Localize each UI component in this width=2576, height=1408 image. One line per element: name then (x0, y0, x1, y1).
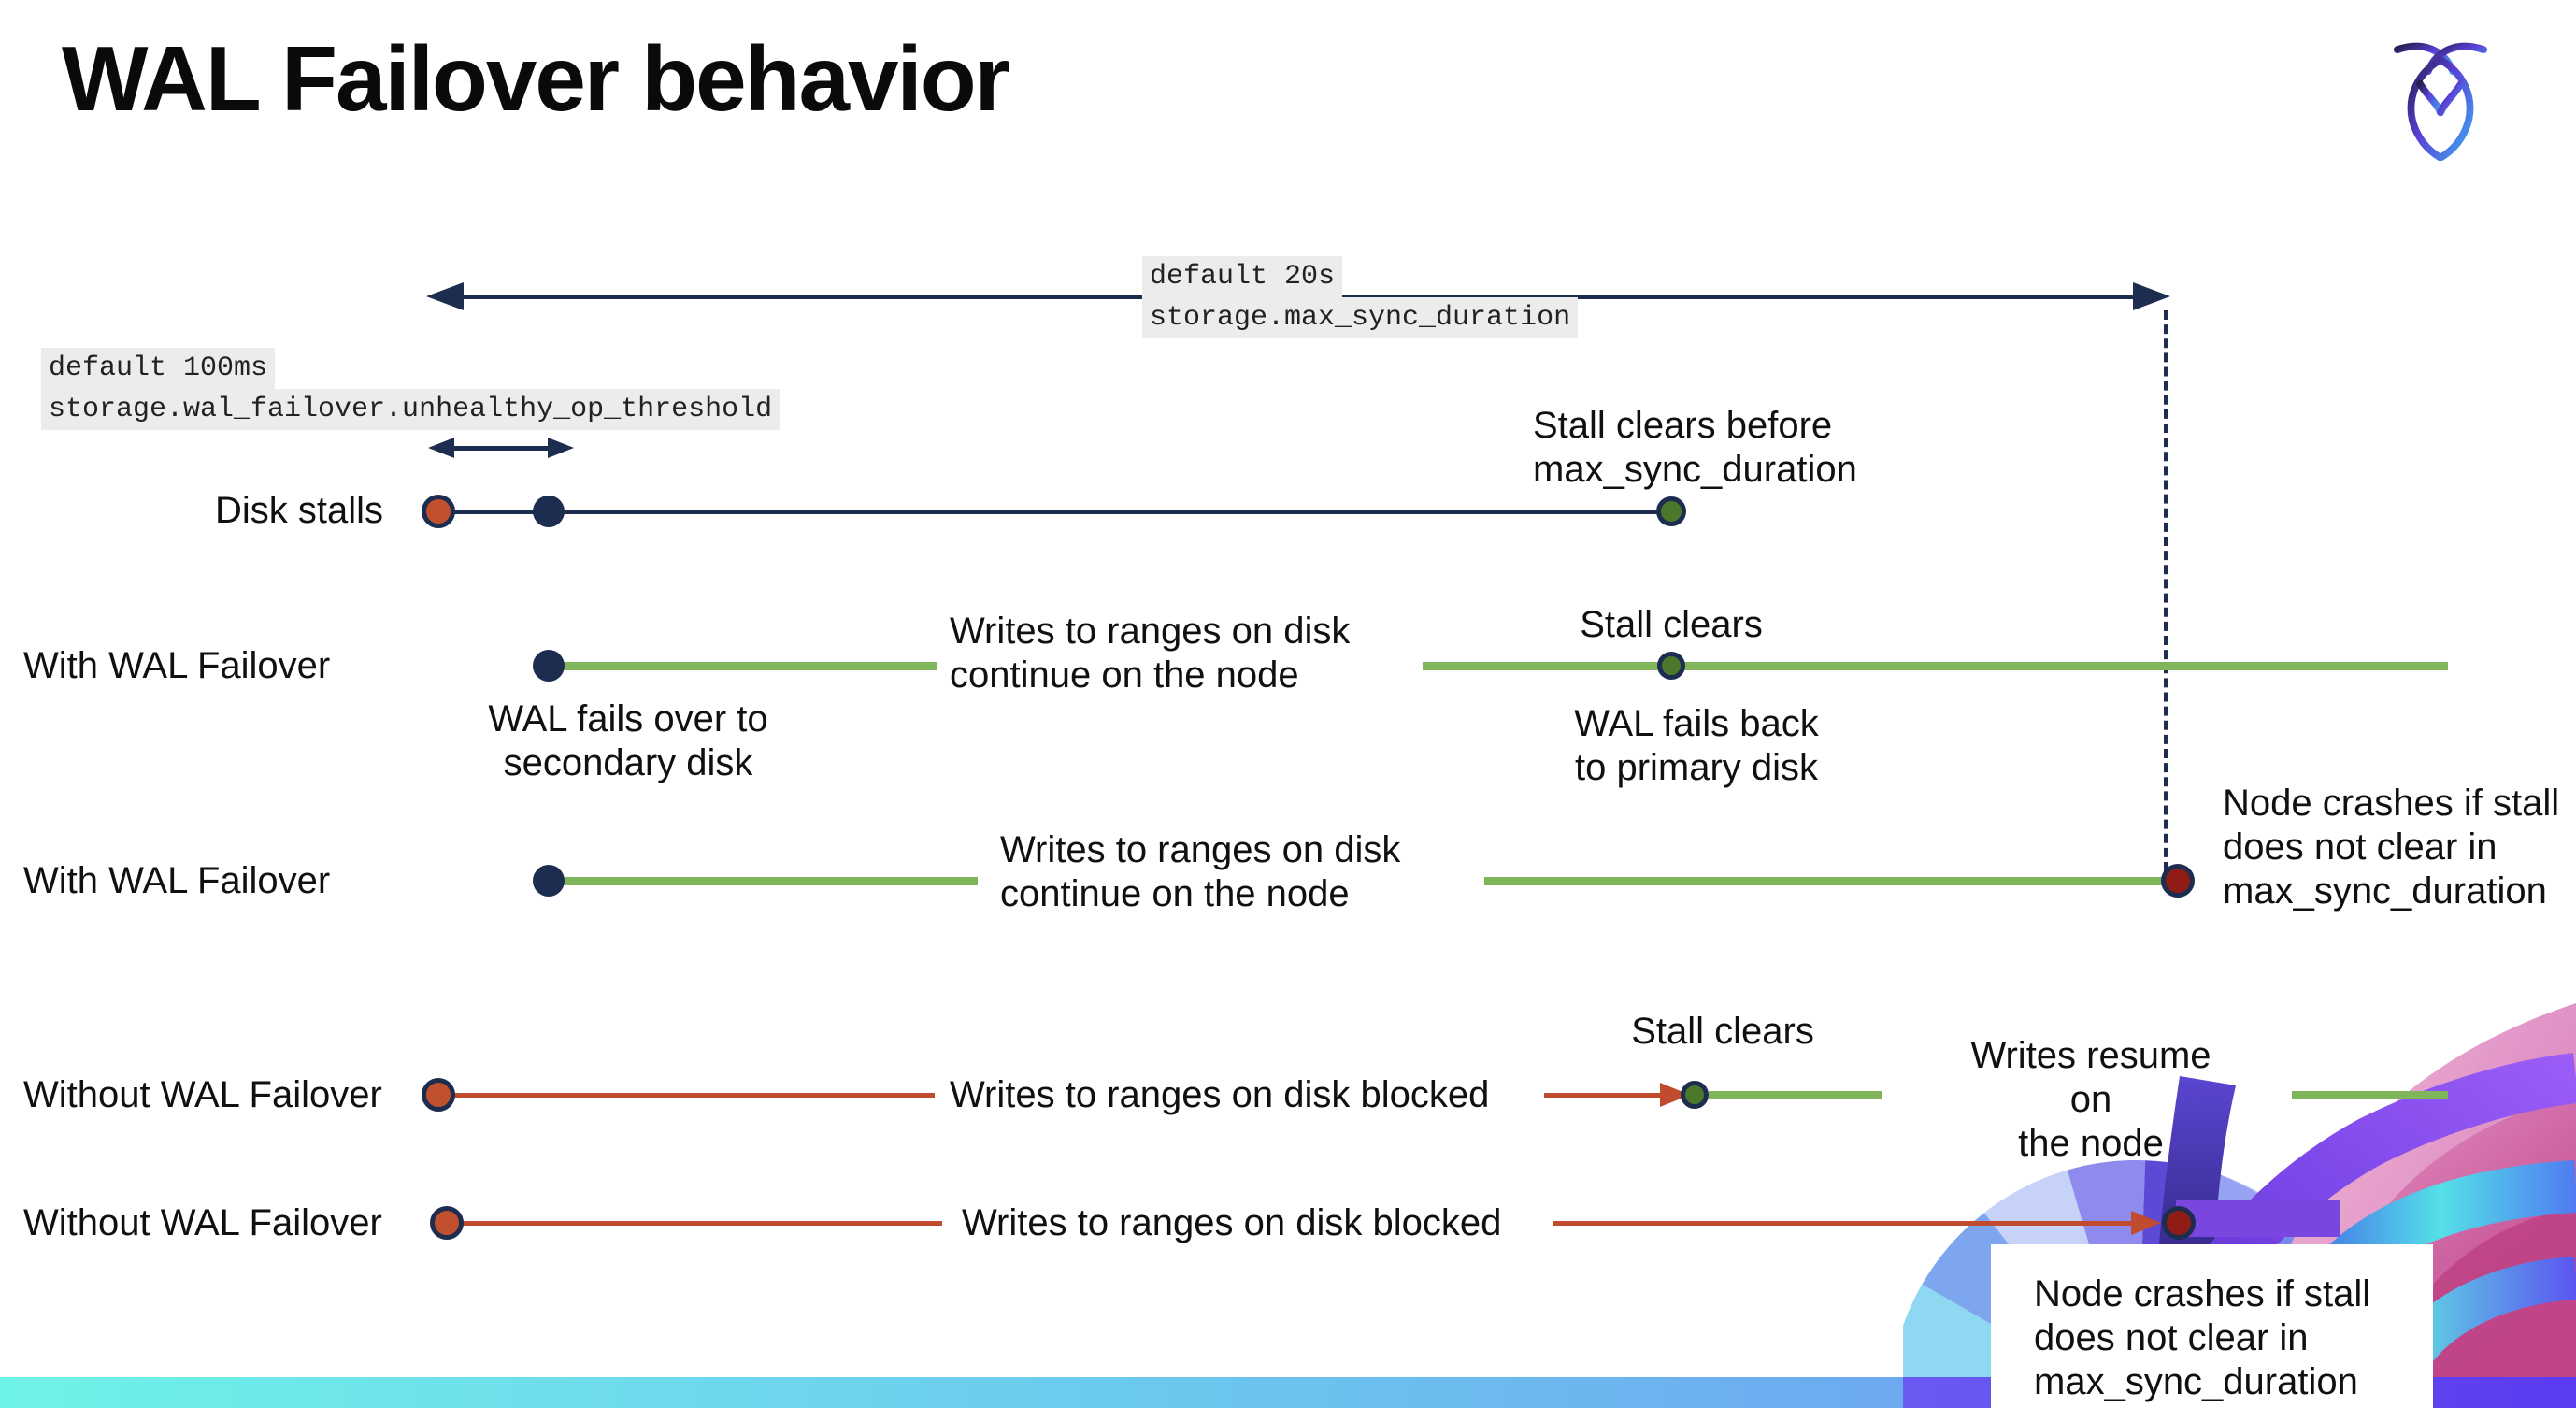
threshold-arrowhead-right-icon (548, 438, 574, 458)
row-label-without-wal-2: Without WAL Failover (23, 1202, 382, 1243)
blocked-arrowhead-2-icon (2131, 1211, 2161, 1235)
node-crash-dot-2 (2162, 1206, 2196, 1240)
writes-resume-text: Writes resume on the node (1970, 1035, 2211, 1164)
node-crashes-callout-box: Node crashes if stall does not clear in … (1991, 1244, 2433, 1408)
failover-dot-1 (533, 650, 565, 682)
writes-continue-text-1: Writes to ranges on disk continue on the… (950, 611, 1351, 696)
row-label-with-wal-2: With WAL Failover (23, 860, 331, 901)
node-crashes-text-without: Node crashes if stall does not clear in … (2034, 1273, 2371, 1402)
cockroachdb-logo-icon (2393, 42, 2488, 161)
max-sync-deadline-dashed-line (2164, 310, 2168, 871)
stall-clears-dot (1656, 496, 1686, 526)
unhealthy-op-setting-name: storage.wal_failover.unhealthy_op_thresh… (41, 389, 780, 430)
writes-continue-line-1a (561, 662, 937, 670)
threshold-dot (533, 496, 565, 527)
writes-blocked-text-1: Writes to ranges on disk blocked (950, 1074, 1490, 1115)
stall-start-dot (422, 495, 455, 528)
blocked-arrow-line-1 (1544, 1093, 1666, 1098)
arrowhead-right-icon (2133, 282, 2170, 310)
writes-blocked-text-2: Writes to ranges on disk blocked (962, 1202, 1502, 1243)
max-sync-duration-label: default 20s storage.max_sync_duration (1142, 256, 1579, 338)
writes-continue-line-2a (561, 877, 978, 885)
stall-start-dot-without-1 (422, 1078, 455, 1112)
unhealthy-op-threshold-label: default 100ms storage.wal_failover.unhea… (41, 348, 780, 430)
stall-clears-dot-without (1681, 1081, 1709, 1109)
stall-clears-before-text: Stall clears before max_sync_duration (1533, 405, 1857, 490)
max-sync-default-label: default 20s (1142, 256, 1343, 297)
stall-clears-mid-text: Stall clears (1580, 604, 1763, 645)
writes-continue-line-1b (1423, 662, 2448, 670)
unhealthy-op-default-label: default 100ms (41, 348, 276, 389)
page-title: WAL Failover behavior (62, 27, 1010, 130)
threshold-span-line (443, 446, 551, 451)
writes-resume-line-b (2292, 1091, 2448, 1099)
arrowhead-left-icon (426, 282, 464, 310)
stall-start-dot-without-2 (430, 1206, 464, 1240)
wal-fails-back-text: WAL fails back to primary disk (1574, 703, 1819, 788)
writes-blocked-line-1 (454, 1093, 935, 1098)
stall-clears-without-text: Stall clears (1631, 1011, 1814, 1052)
writes-continue-line-2b (1484, 877, 2167, 885)
row-label-without-wal-1: Without WAL Failover (23, 1074, 382, 1115)
writes-resume-line-a (1709, 1091, 1882, 1099)
disk-stall-timeline (438, 510, 1671, 514)
writes-blocked-line-2 (463, 1221, 942, 1226)
threshold-arrowhead-left-icon (428, 438, 454, 458)
row-label-with-wal-1: With WAL Failover (23, 645, 331, 686)
blocked-arrow-line-2 (1553, 1221, 2137, 1226)
writes-continue-text-2: Writes to ranges on disk continue on the… (1000, 829, 1401, 914)
failover-dot-2 (533, 865, 565, 897)
node-crash-dot-1 (2161, 864, 2195, 898)
wal-fails-over-text: WAL fails over to secondary disk (488, 698, 768, 783)
failback-dot (1657, 652, 1685, 680)
node-crashes-text-failover: Node crashes if stall does not clear in … (2223, 783, 2560, 912)
max-sync-setting-name: storage.max_sync_duration (1142, 297, 1579, 338)
row-label-disk-stalls: Disk stalls (214, 490, 383, 531)
